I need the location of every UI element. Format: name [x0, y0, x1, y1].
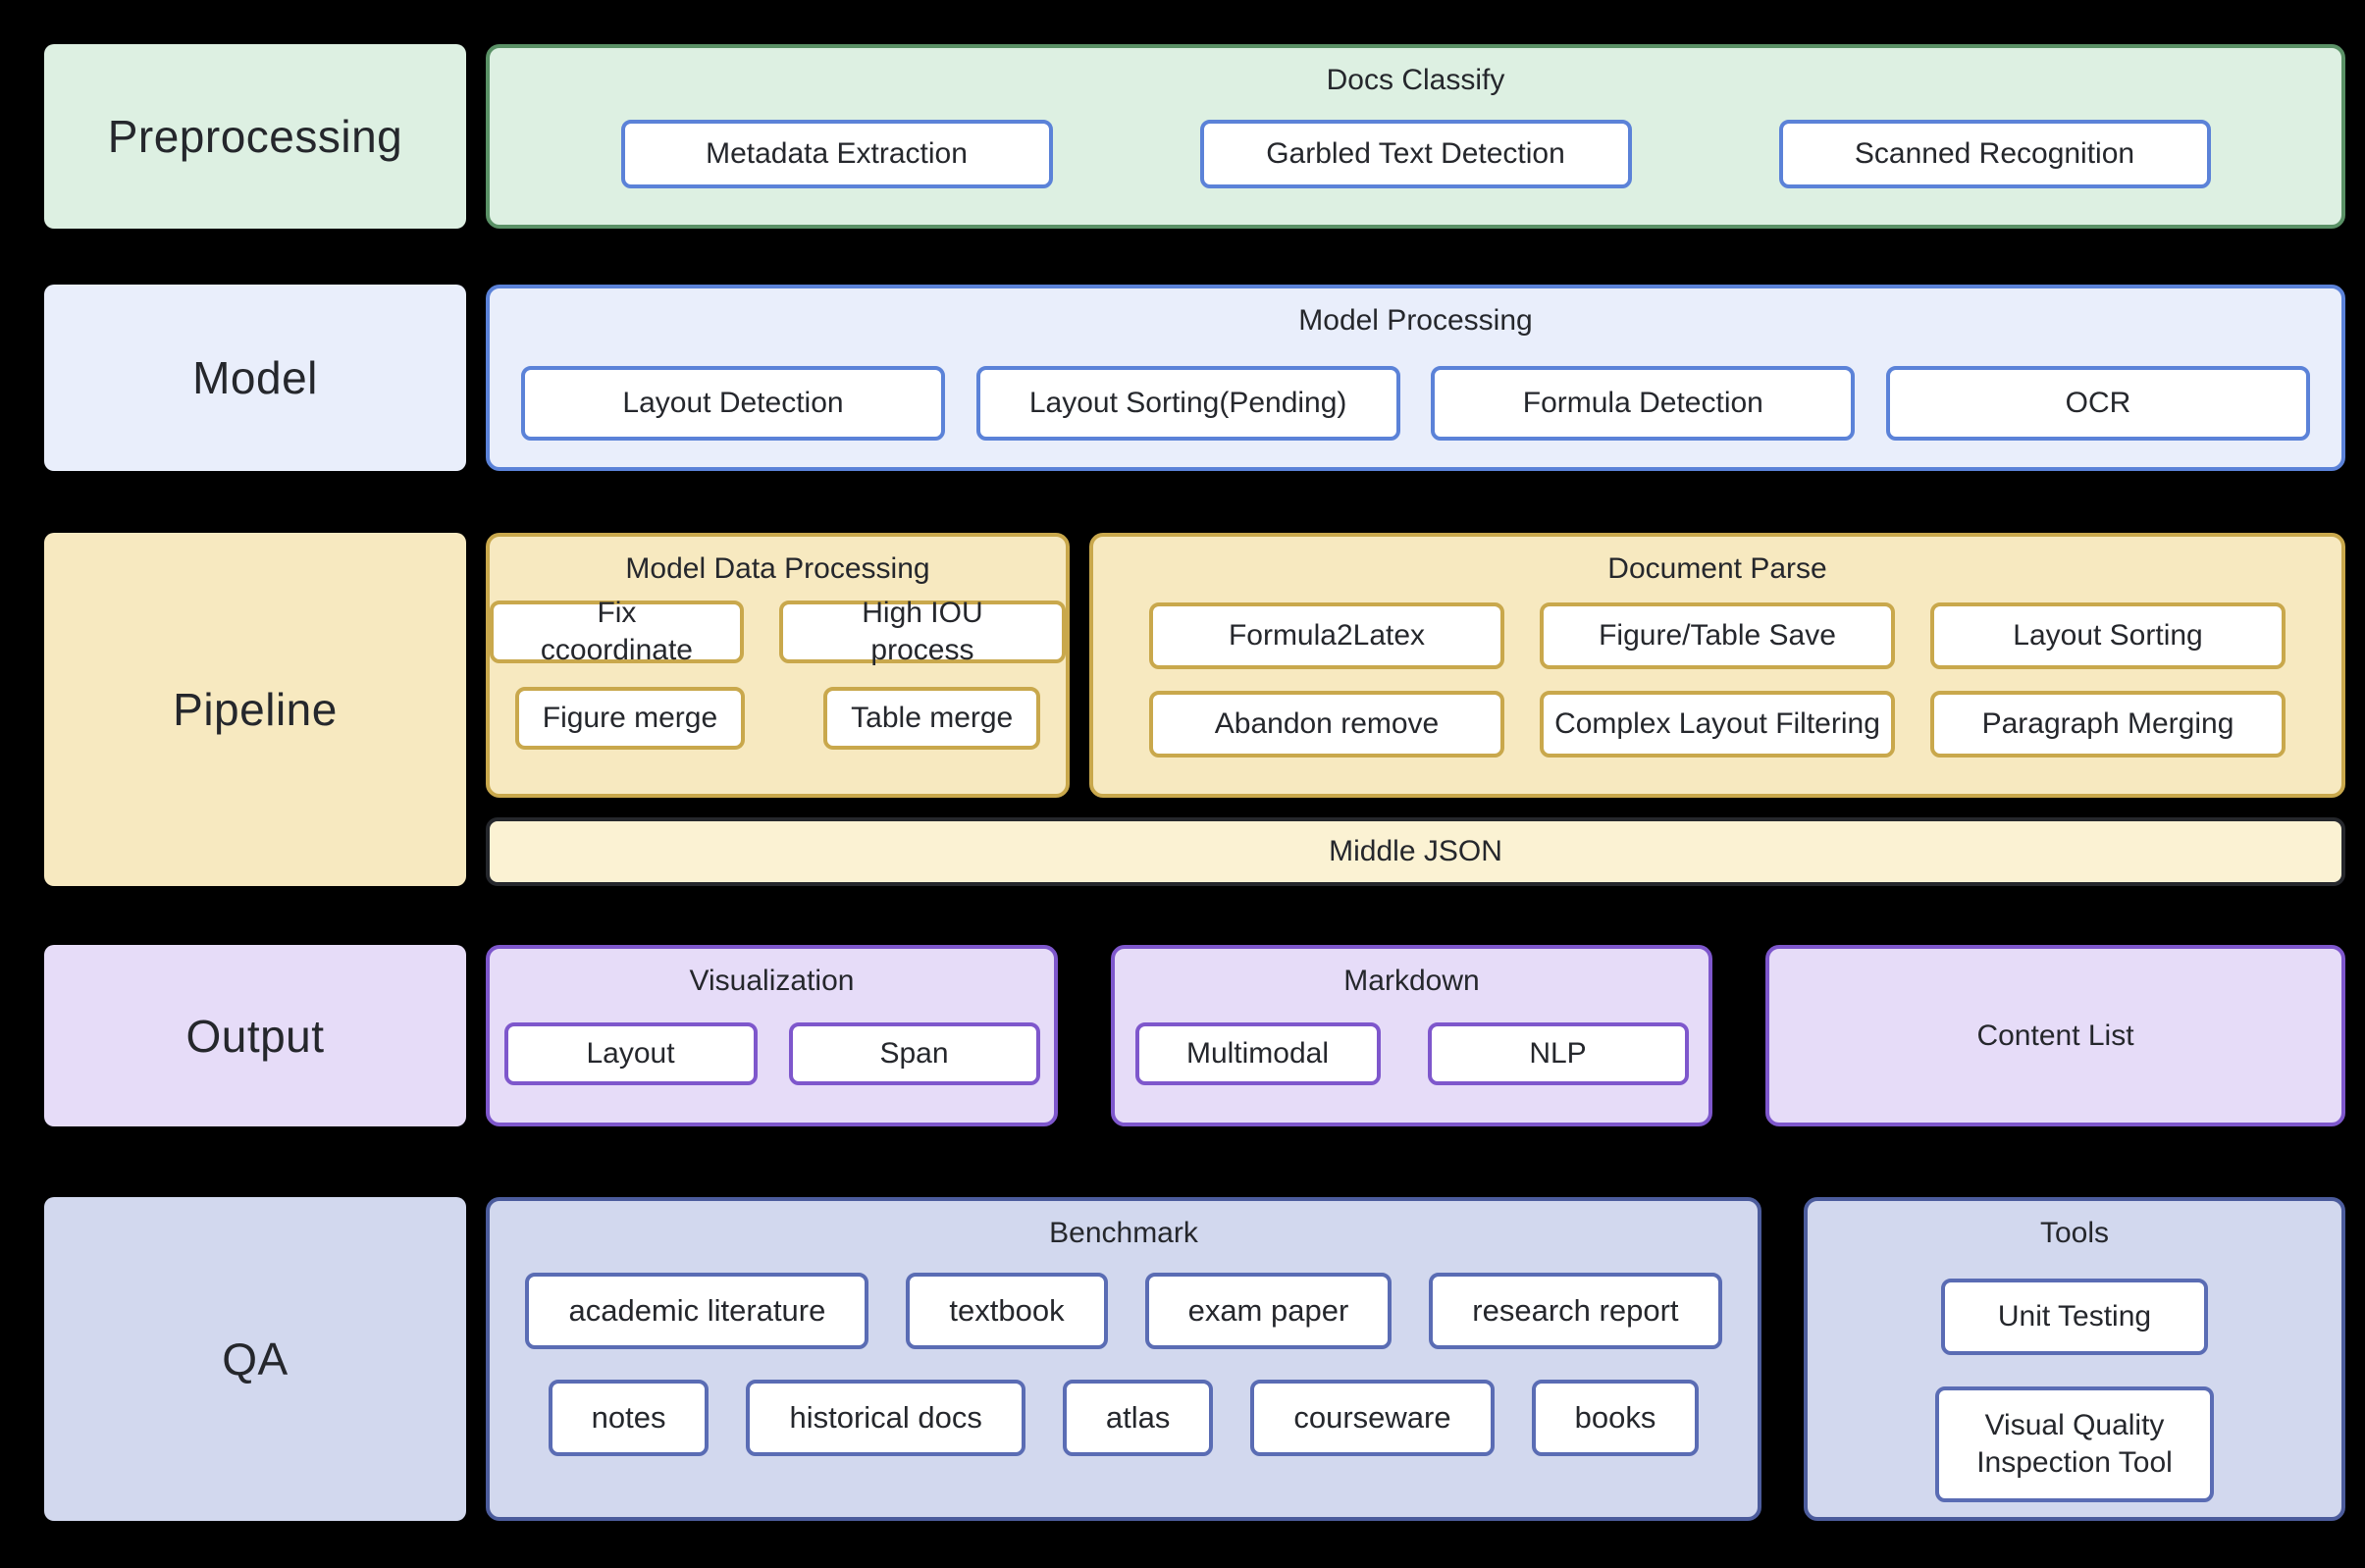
- node-fix-ccoordinate: Fix ccoordinate: [490, 597, 744, 666]
- node-high-iou-process: High IOU process: [778, 597, 1066, 666]
- group-benchmark: Benchmark academic literature textbook e…: [486, 1197, 1761, 1521]
- node-unit-testing: Unit Testing: [1941, 1279, 2208, 1355]
- node-formula2latex: Formula2Latex: [1149, 602, 1504, 669]
- group-tools: Tools Unit Testing Visual Quality Inspec…: [1804, 1197, 2345, 1521]
- row-model: Model Model Processing Layout Detection …: [44, 285, 2345, 471]
- group-content-list: Content List: [1765, 945, 2345, 1126]
- row-output: Output Visualization Layout Span Markdow…: [44, 945, 2345, 1126]
- node-middle-json: Middle JSON: [486, 817, 2345, 886]
- node-multimodal: Multimodal: [1134, 1022, 1381, 1085]
- node-academic-literature: academic literature: [525, 1273, 869, 1349]
- group-model-processing: Model Processing Layout Detection Layout…: [486, 285, 2345, 471]
- row-qa: QA Benchmark academic literature textboo…: [44, 1197, 2345, 1521]
- stage-label-qa: QA: [44, 1197, 466, 1521]
- node-books: books: [1531, 1380, 1700, 1456]
- node-nlp: NLP: [1427, 1022, 1689, 1085]
- node-textbook: textbook: [906, 1273, 1108, 1349]
- row-preprocessing: Preprocessing Docs Classify Metadata Ext…: [44, 44, 2345, 229]
- node-span: Span: [788, 1022, 1040, 1085]
- group-title-content-list: Content List: [1976, 1019, 2134, 1052]
- node-table-merge: Table merge: [823, 687, 1041, 750]
- group-title-tools: Tools: [2039, 1217, 2110, 1249]
- node-historical-docs: historical docs: [746, 1380, 1025, 1456]
- group-title-visualization: Visualization: [689, 965, 855, 997]
- node-exam-paper: exam paper: [1144, 1273, 1393, 1349]
- stage-label-preprocessing: Preprocessing: [44, 44, 466, 229]
- node-complex-layout-filtering: Complex Layout Filtering: [1540, 691, 1895, 758]
- node-layout-sorting: Layout Sorting: [1930, 602, 2286, 669]
- node-courseware: courseware: [1250, 1380, 1495, 1456]
- node-atlas: atlas: [1062, 1380, 1214, 1456]
- node-ocr: OCR: [1885, 366, 2310, 441]
- node-scanned-recognition: Scanned Recognition: [1778, 120, 2211, 188]
- node-garbled-text-detection: Garbled Text Detection: [1199, 120, 1632, 188]
- node-metadata-extraction: Metadata Extraction: [620, 120, 1053, 188]
- group-visualization: Visualization Layout Span: [486, 945, 1058, 1126]
- group-title-markdown: Markdown: [1343, 965, 1480, 997]
- node-layout-detection: Layout Detection: [521, 366, 945, 441]
- group-model-data-processing: Model Data Processing Fix ccoordinate Hi…: [486, 533, 1070, 798]
- node-formula-detection: Formula Detection: [1431, 366, 1856, 441]
- group-docs-classify: Docs Classify Metadata Extraction Garble…: [486, 44, 2345, 229]
- node-research-report: research report: [1429, 1273, 1722, 1349]
- node-paragraph-merging: Paragraph Merging: [1930, 691, 2286, 758]
- row-pipeline: Pipeline Model Data Processing Fix ccoor…: [44, 533, 2345, 886]
- node-layout-sorting-pending: Layout Sorting(Pending): [975, 366, 1400, 441]
- stage-label-model: Model: [44, 285, 466, 471]
- group-title-model-data-processing: Model Data Processing: [625, 552, 930, 585]
- group-title-model-processing: Model Processing: [1298, 304, 1533, 337]
- node-figure-table-save: Figure/Table Save: [1540, 602, 1895, 669]
- group-title-document-parse: Document Parse: [1607, 552, 1827, 585]
- group-title-docs-classify: Docs Classify: [1326, 64, 1505, 96]
- node-figure-merge: Figure merge: [514, 687, 746, 750]
- group-document-parse: Document Parse Formula2Latex Figure/Tabl…: [1089, 533, 2345, 798]
- node-visual-quality-inspection-tool: Visual Quality Inspection Tool: [1935, 1386, 2214, 1502]
- group-title-benchmark: Benchmark: [1049, 1217, 1198, 1249]
- group-markdown: Markdown Multimodal NLP: [1111, 945, 1712, 1126]
- node-notes: notes: [548, 1380, 710, 1456]
- stage-label-output: Output: [44, 945, 466, 1126]
- stage-label-pipeline: Pipeline: [44, 533, 466, 886]
- node-abandon-remove: Abandon remove: [1149, 691, 1504, 758]
- node-layout: Layout: [503, 1022, 758, 1085]
